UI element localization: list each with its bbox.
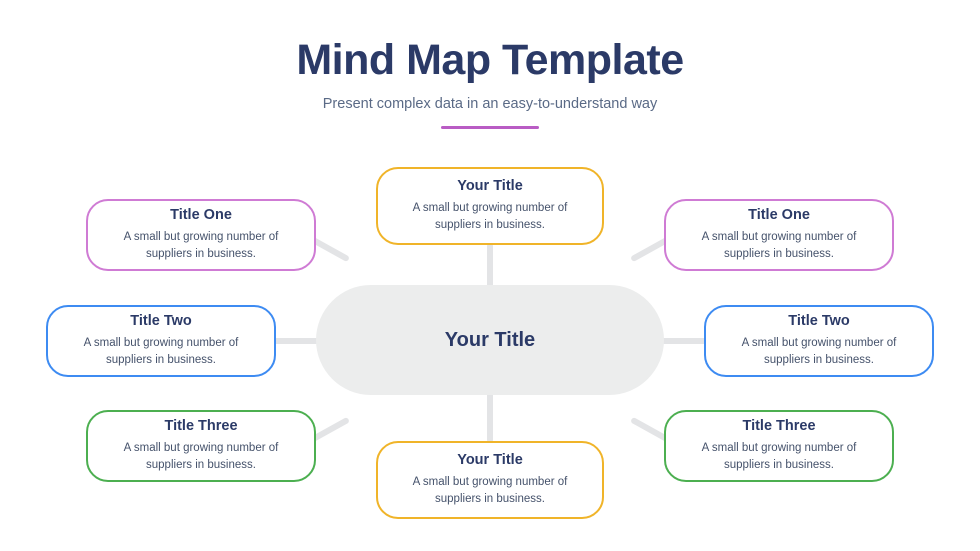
page-subtitle: Present complex data in an easy-to-under… (322, 96, 658, 112)
node-title: Your Title (457, 452, 523, 469)
node-top[interactable]: Your Title A small but growing number of… (376, 167, 604, 245)
node-description: A small but growing number of suppliers … (701, 442, 857, 471)
node-description: A small but growing number of suppliers … (123, 231, 279, 260)
center-node-label: Your Title (444, 328, 536, 351)
connector-bottom (487, 389, 493, 443)
node-right-two[interactable]: Title Two A small but growing number of … (704, 305, 934, 377)
node-title: Title Two (130, 313, 192, 330)
connector-left-2 (268, 338, 328, 344)
title-underline-accent (441, 126, 539, 129)
node-description: A small but growing number of suppliers … (412, 476, 568, 505)
node-description: A small but growing number of suppliers … (412, 202, 568, 231)
node-left-two[interactable]: Title Two A small but growing number of … (46, 305, 276, 377)
node-title: Title Three (164, 418, 238, 435)
center-node[interactable]: Your Title (316, 285, 664, 395)
connector-right-2 (652, 338, 712, 344)
node-right-three[interactable]: Title Three A small but growing number o… (664, 410, 894, 482)
node-description: A small but growing number of suppliers … (83, 337, 239, 366)
node-left-one[interactable]: Title One A small but growing number of … (86, 199, 316, 271)
node-description: A small but growing number of suppliers … (741, 337, 897, 366)
node-right-one[interactable]: Title One A small but growing number of … (664, 199, 894, 271)
node-title: Your Title (457, 178, 523, 195)
node-title: Title One (748, 207, 810, 224)
page-title: Mind Map Template (296, 36, 684, 84)
node-title: Title One (170, 207, 232, 224)
node-left-three[interactable]: Title Three A small but growing number o… (86, 410, 316, 482)
connector-top (487, 243, 493, 291)
node-title: Title Three (742, 418, 816, 435)
node-description: A small but growing number of suppliers … (701, 231, 857, 260)
node-title: Title Two (788, 313, 850, 330)
node-bottom[interactable]: Your Title A small but growing number of… (376, 441, 604, 519)
node-description: A small but growing number of suppliers … (123, 442, 279, 471)
